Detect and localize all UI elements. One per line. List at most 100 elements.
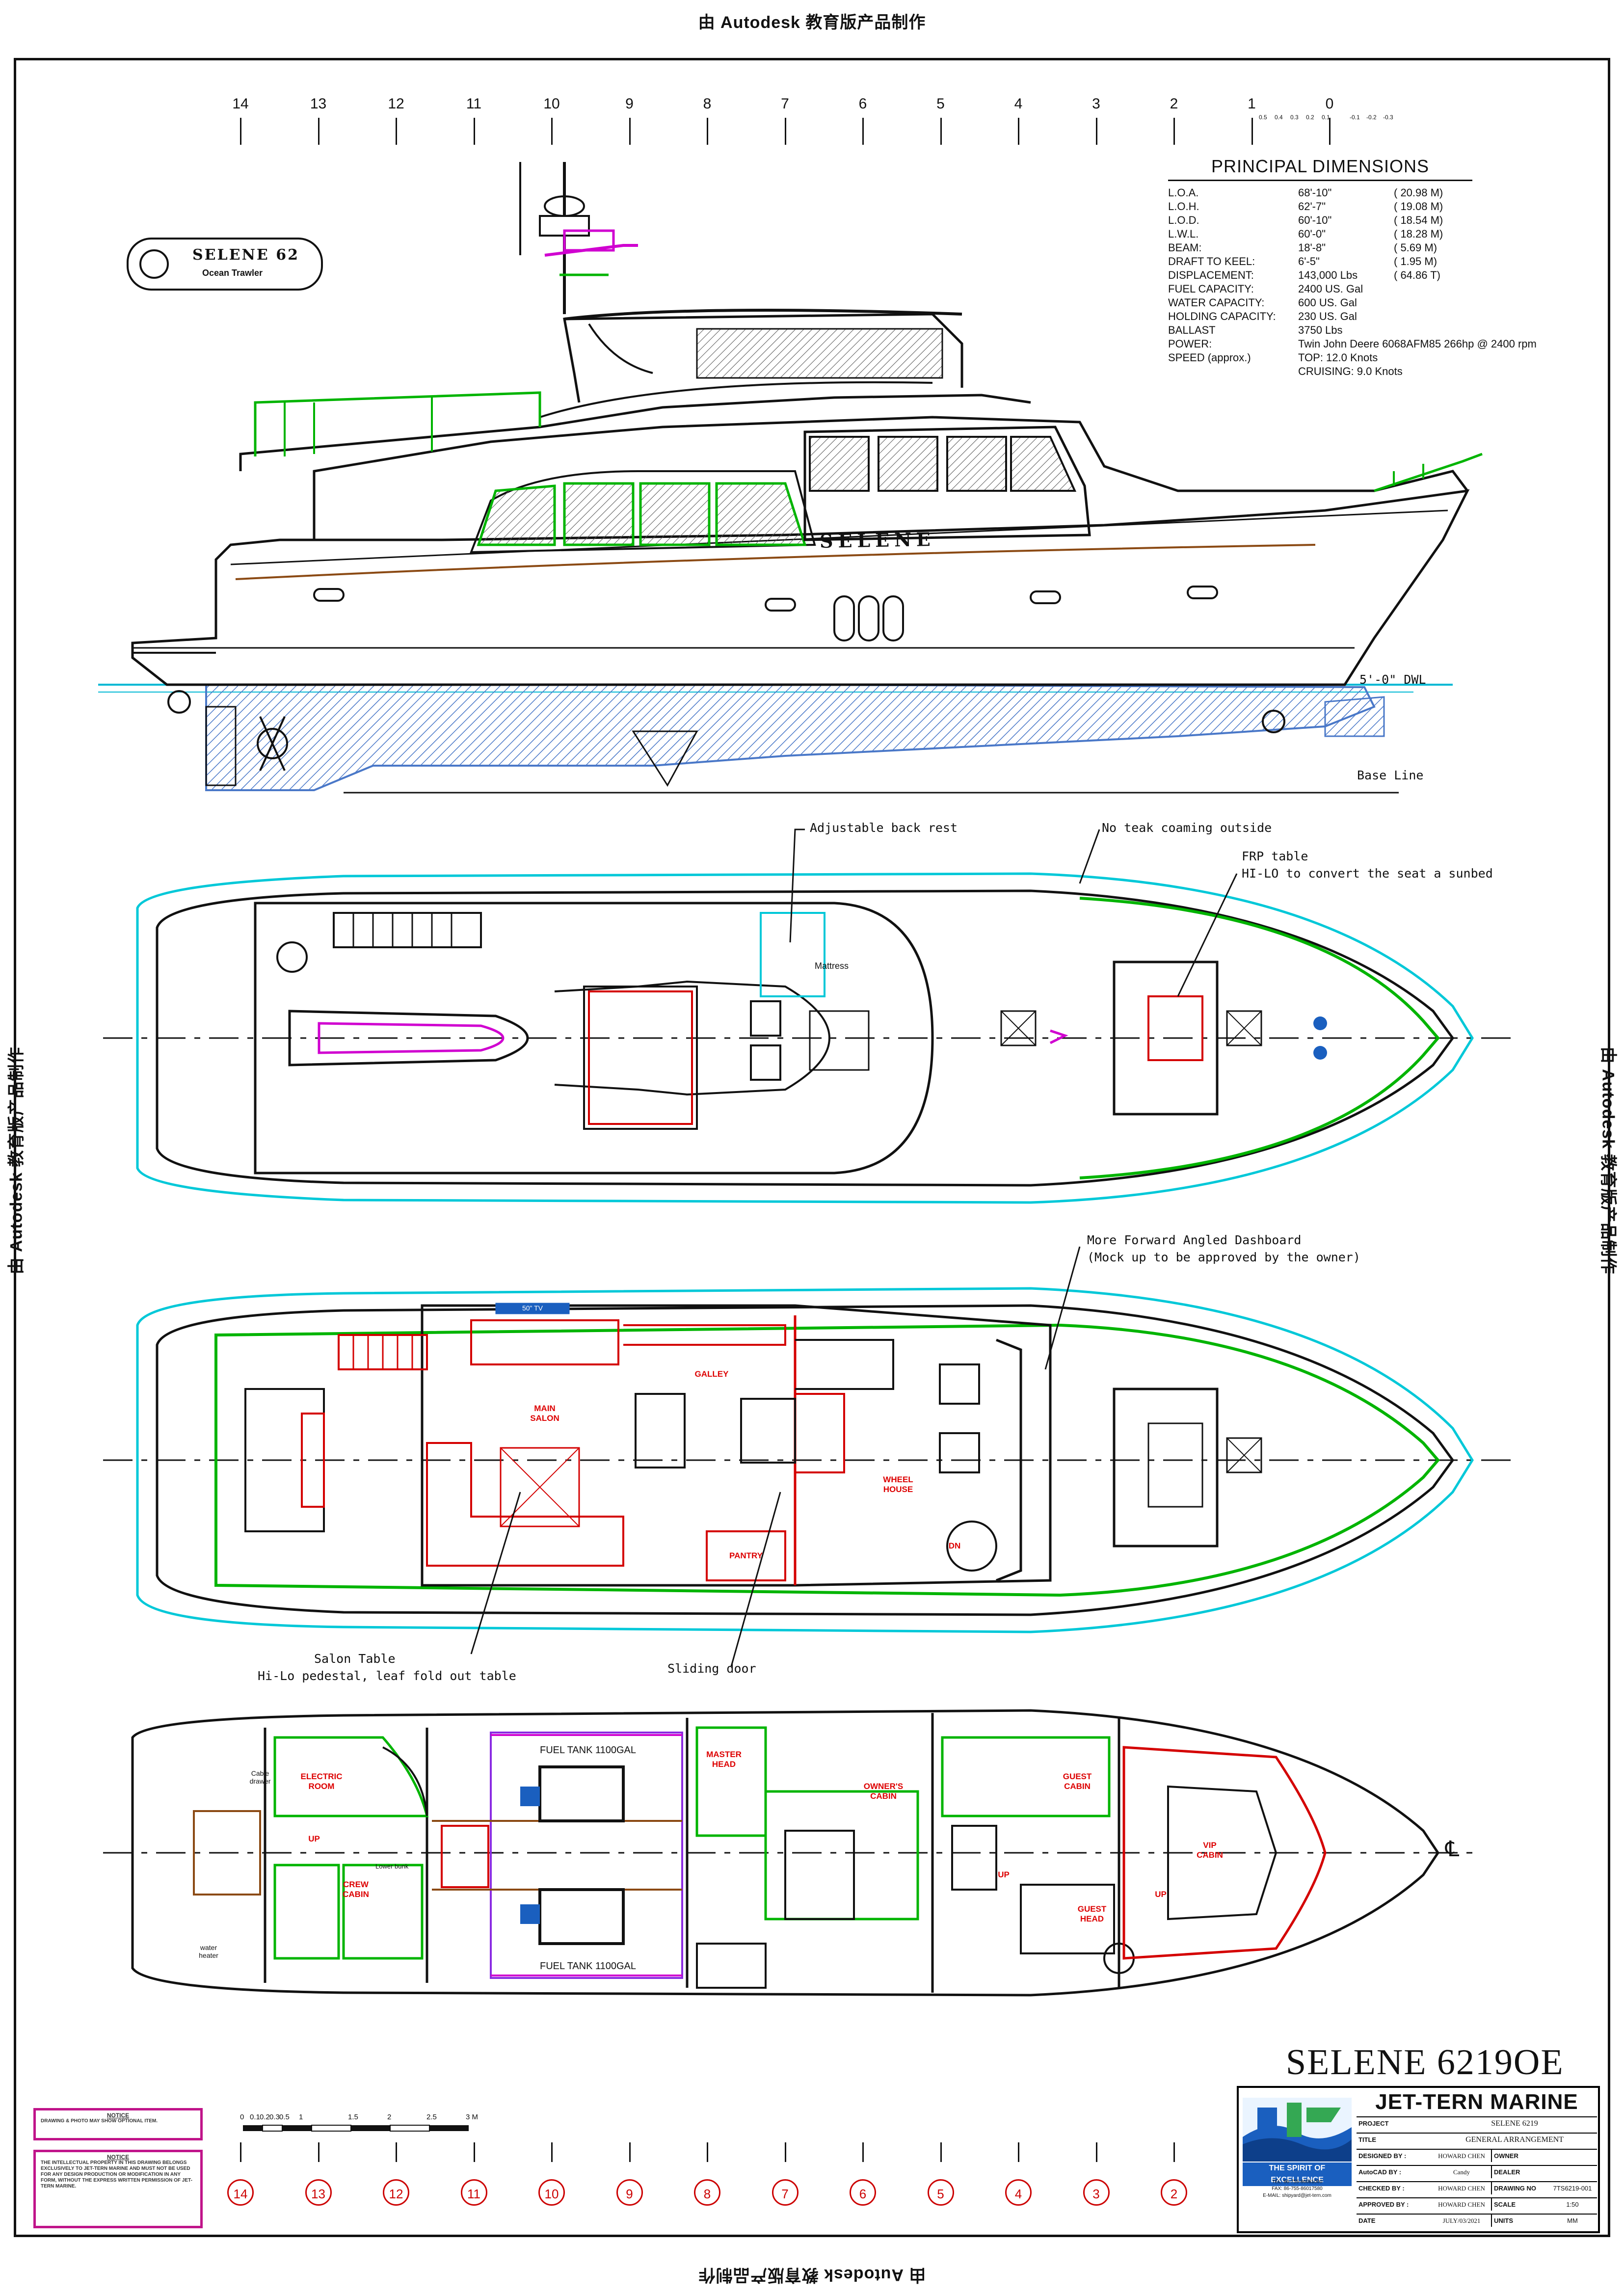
station-fraction-label: -0.2 (1366, 114, 1377, 121)
title-block-subkey: OWNER (1491, 2150, 1548, 2162)
fore-seat (1113, 961, 1219, 1116)
station-tick (1018, 118, 1019, 145)
dimension-label: BEAM: (1168, 241, 1202, 254)
dwl-label: 5'-0" DWL (1359, 672, 1426, 687)
station-circle-4: 4 (1005, 2179, 1032, 2206)
main-deck-green (214, 1323, 1440, 1597)
notice-title: NOTICE (106, 2154, 130, 2161)
dimension-metric: ( 64.86 T) (1394, 269, 1440, 281)
main-deck-hull-outline (156, 1304, 1455, 1616)
title-block-subkey: UNITS (1491, 2215, 1548, 2227)
selene-logo-badge: SELENE 62 Ocean Trawler (127, 238, 323, 291)
station-tick-bottom (1173, 2142, 1175, 2162)
station-tick (784, 118, 786, 145)
title-block-key: DATE (1358, 2217, 1376, 2224)
title-block-subvalue (1548, 2150, 1597, 2162)
dimension-label: FUEL CAPACITY: (1168, 283, 1254, 295)
dimension-row: L.O.A.68'-10"( 20.98 M) (1168, 186, 1472, 200)
station-label-5: 5 (936, 96, 945, 112)
dashboard (996, 1338, 1022, 1582)
room-pantry: PANTRY (729, 1551, 763, 1560)
salon-sofa-top (470, 1319, 619, 1365)
dimension-row: L.W.L.60'-0"( 18.28 M) (1168, 227, 1472, 241)
title-block-key: DESIGNED BY : (1358, 2152, 1407, 2160)
notice-title: NOTICE (106, 2112, 130, 2119)
scale-bar-label: 0.1 (250, 2113, 260, 2121)
horn-icon (1049, 1029, 1068, 1044)
dimension-value: TOP: 12.0 Knots (1298, 351, 1378, 364)
station-tick-bottom (396, 2142, 397, 2162)
principal-dimensions: PRINCIPAL DIMENSIONS L.O.A.68'-10"( 20.9… (1168, 156, 1537, 378)
flybridge-stairs (333, 912, 482, 948)
station-label-1: 1 (1248, 96, 1256, 112)
topside-hull (131, 489, 1470, 686)
title-block-value: SELENE 6219 (1491, 2119, 1538, 2128)
dimension-value: 143,000 Lbs (1298, 269, 1358, 281)
station-circle-5: 5 (927, 2179, 954, 2206)
title-block-subvalue: 1:50 (1566, 2201, 1579, 2208)
engine-stbd (538, 1888, 625, 1945)
tv-label: 50" TV (522, 1304, 543, 1312)
station-fraction-label: 0.5 (1259, 114, 1267, 121)
wheelhouse-profile (803, 426, 1091, 541)
principal-dimensions-rows: L.O.A.68'-10"( 20.98 M)L.O.H.62'-7"( 19.… (1168, 186, 1537, 378)
up-label-2: UP (998, 1870, 1010, 1879)
station-label-13: 13 (310, 96, 327, 112)
station-tick (473, 118, 475, 145)
generator (441, 1825, 489, 1888)
station-tick-bottom (784, 2142, 786, 2162)
room-guest-head: GUEST HEAD (1077, 1904, 1107, 1923)
title-block-value: HOWARD CHEN (1438, 2201, 1485, 2208)
station-label-9: 9 (625, 96, 634, 112)
wheelhouse-settee (795, 1339, 894, 1390)
station-circle-11: 11 (460, 2179, 487, 2206)
room-master-head: MASTER HEAD (706, 1750, 742, 1769)
flybridge-plan (103, 828, 1517, 1204)
title-block-subvalue (1548, 2166, 1597, 2178)
scale-bar-label: 2.5 (426, 2113, 437, 2121)
portholes (313, 586, 1218, 641)
station-tick-bottom (551, 2142, 553, 2162)
crew-cabin (342, 1864, 424, 1960)
davit (276, 941, 308, 973)
scale-bar-label: 1.5 (348, 2113, 358, 2121)
dimension-metric: ( 18.54 M) (1394, 214, 1443, 226)
station-label-14: 14 (232, 96, 249, 112)
dimension-label: WATER CAPACITY: (1168, 296, 1265, 309)
dimension-label: L.O.H. (1168, 200, 1199, 213)
flybridge-rail (254, 391, 541, 456)
dimension-metric: ( 1.95 M) (1394, 255, 1438, 267)
stern-thruster (167, 690, 191, 714)
station-fraction-label: 0.2 (1306, 114, 1314, 121)
dimension-value: 18'-8" (1298, 241, 1326, 254)
dimension-label: POWER: (1168, 338, 1212, 350)
vip-cabin (1122, 1746, 1327, 1960)
title-block-subvalue: MM (1567, 2217, 1578, 2224)
rudder (205, 706, 237, 786)
station-tick (862, 118, 864, 145)
station-tick (1173, 118, 1175, 145)
mattress-label: Mattress (815, 961, 849, 971)
engine-port (538, 1765, 625, 1822)
dimension-label: HOLDING CAPACITY: (1168, 310, 1276, 322)
salon-windows (477, 482, 807, 546)
company-slogan: THE SPIRIT OF EXCELLENCE (1243, 2163, 1352, 2186)
bow-thruster-bulb (1324, 696, 1385, 737)
dimension-value: 600 US. Gal (1298, 296, 1357, 309)
dimension-row: HOLDING CAPACITY:230 US. Gal (1168, 310, 1472, 323)
hard-top (563, 313, 963, 403)
dimension-label: L.O.A. (1168, 187, 1199, 199)
annotation-salon-table-2: Hi-Lo pedestal, leaf fold out table (258, 1669, 516, 1683)
guest-cabin (941, 1736, 1111, 1817)
dimension-value: 2400 US. Gal (1298, 283, 1363, 295)
bow-rail (1374, 453, 1483, 492)
room-guest-cabin: GUEST CABIN (1063, 1772, 1092, 1791)
annotation-dashboard-1: More Forward Angled Dashboard (1087, 1233, 1302, 1247)
profile-view (98, 162, 1483, 794)
dimension-metric: ( 5.69 M) (1394, 241, 1438, 254)
